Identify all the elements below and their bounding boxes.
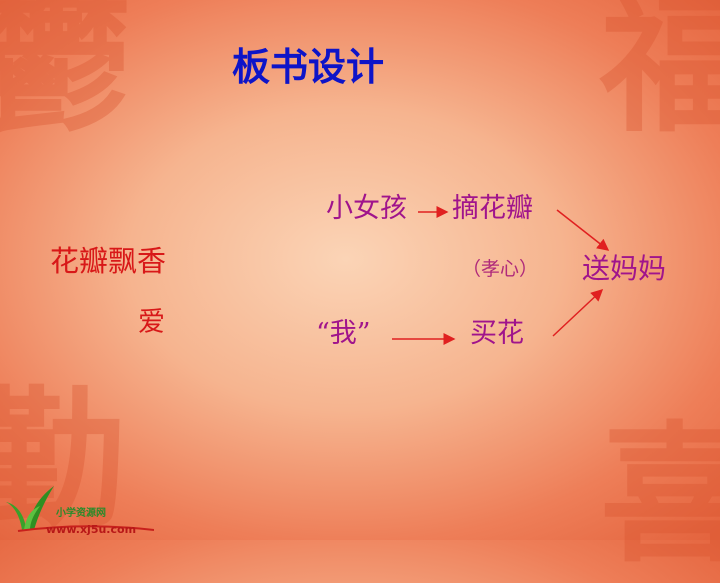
- slide-title: 板书设计: [232, 44, 385, 89]
- logo-label: 小学资源网: [56, 508, 106, 519]
- theme-keyword: 爱: [138, 307, 165, 338]
- diagram-note-filial: （孝心）: [462, 258, 539, 280]
- diagram-node-pick: 摘花瓣: [452, 193, 533, 224]
- diagram-node-mother: 送妈妈: [582, 252, 667, 285]
- green-sprout-logo-icon: [6, 486, 154, 532]
- arrow-buy-to-mother: [552, 288, 604, 337]
- diagram-node-buy: 买花: [470, 318, 524, 349]
- arrow-pick-to-mother: [556, 209, 610, 251]
- diagram-node-girl: 小女孩: [326, 193, 407, 224]
- diagram-arrows: [392, 206, 610, 345]
- decorative-seal-glyph: 勤: [0, 372, 126, 548]
- logo-url[interactable]: www.xj5u.com: [46, 523, 137, 536]
- diagram-node-me: “我”: [316, 318, 371, 349]
- decorative-seal-glyph: 福: [599, 0, 720, 153]
- decorative-seal-glyph: 鬱: [0, 0, 133, 153]
- theme-text: 花瓣飘香: [50, 244, 167, 278]
